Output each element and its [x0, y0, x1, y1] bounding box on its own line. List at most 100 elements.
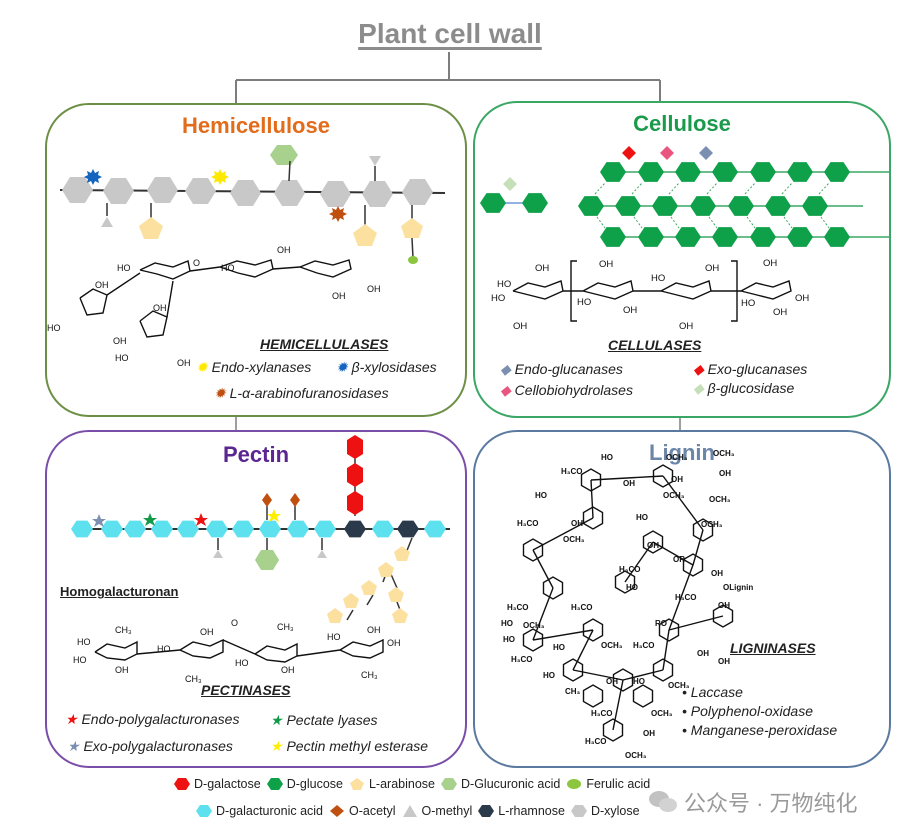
- benzene-ring: [582, 506, 604, 530]
- glucose-hexagon: [824, 227, 850, 247]
- chem-label: HO: [221, 263, 235, 273]
- bond-line: [572, 629, 594, 671]
- lignin-panel: Lignin: [473, 430, 891, 768]
- legend-row-2: D-galacturonic acid O-acetyl O-methyl L-…: [196, 804, 646, 818]
- chem-label: OH: [153, 303, 167, 313]
- xylose-hexagon: [185, 178, 216, 204]
- glucose-hexagon: [802, 196, 828, 216]
- bond-line: [668, 564, 694, 631]
- lignin-title: Lignin: [649, 440, 715, 465]
- bond-line: [532, 517, 594, 551]
- o-acetyl-diamond: [262, 493, 272, 507]
- chem-label: HO: [501, 619, 513, 628]
- chem-label: OCH₃: [668, 681, 690, 690]
- bond-line: [662, 629, 670, 671]
- chem-label: H₃CO: [511, 655, 532, 664]
- blue-star-icon: ✹: [336, 359, 348, 375]
- glucose-hexagon: [638, 162, 664, 182]
- xylose-backbone: [62, 177, 433, 207]
- legend-label: L-arabinose: [368, 777, 435, 791]
- green-star-icon: ★: [270, 712, 283, 728]
- bond-line: [668, 182, 680, 195]
- lignin-structure: H₃CO HO OCH₃ OH OH OCH₃ OCH₃ OH OCH₃ HO …: [501, 449, 753, 760]
- bond-line: [590, 475, 664, 481]
- bond-line: [532, 629, 594, 641]
- legend-item-d-xylose: D-xylose: [570, 804, 640, 818]
- chem-label: CH₃: [361, 670, 378, 680]
- chem-label: HO: [651, 273, 665, 284]
- rhamnose-hexagon: [397, 520, 419, 538]
- pink-diamond-icon: ◆: [500, 382, 511, 398]
- chem-label: OH: [367, 284, 381, 294]
- wechat-icon: [649, 791, 677, 812]
- endo-glucanase-diamond: [699, 146, 713, 160]
- legend-row-1: D-galactose D-glucose L-arabinose D-Gluc…: [174, 777, 656, 791]
- chem-label: RO: [655, 619, 667, 628]
- legend-label: D-galacturonic acid: [216, 804, 323, 818]
- chem-label: OH: [705, 263, 719, 274]
- glucose-hexagon: [787, 227, 813, 247]
- bond-line: [662, 475, 704, 531]
- chem-label: HO: [157, 644, 171, 654]
- chem-label: OH: [671, 475, 683, 484]
- chem-label: OH: [623, 479, 635, 488]
- o-methyl-triangle: [369, 156, 381, 166]
- legend-label: L-rhamnose: [498, 804, 565, 818]
- enzyme-label: Exo-glucanases: [707, 361, 808, 377]
- chem-label: HO: [626, 583, 638, 592]
- enzyme-beta-xylosidases: ✹ β-xylosidases: [336, 359, 437, 376]
- beta-glucosidase-diamond: [503, 177, 517, 191]
- xylose-hexagon: [230, 180, 261, 206]
- chem-label: CH₃: [565, 687, 581, 696]
- enzyme-label: Endo-polygalacturonases: [81, 711, 240, 727]
- benzene-ring: [712, 604, 734, 628]
- chem-label: OH: [200, 627, 214, 637]
- chem-label: OCH₃: [713, 449, 735, 458]
- xylose-hexagon: [274, 180, 305, 206]
- ferulic-acid-ellipse-icon: [567, 779, 582, 789]
- legend-item-ferulic-acid: Ferulic acid: [566, 777, 650, 791]
- pectin-methyl-esterase-star: [267, 509, 281, 522]
- enzyme-label: Endo-xylanases: [211, 359, 312, 375]
- xylose-hexagon: [402, 179, 433, 205]
- chem-label: OH: [367, 625, 381, 635]
- enzyme-label: β-glucosidase: [707, 380, 795, 396]
- bond-line: [596, 216, 606, 229]
- bond-line: [746, 216, 756, 229]
- chem-label: OH: [332, 291, 346, 301]
- hemicellulose-title: Hemicellulose: [182, 113, 330, 138]
- glucose-chains: [480, 162, 891, 247]
- glucose-hexagon: [675, 227, 701, 247]
- legend-item-o-methyl: O-methyl: [402, 804, 473, 818]
- pectinases-heading: PECTINASES: [201, 682, 291, 698]
- enzyme-endo-xylanases: ✹ Endo-xylanases: [196, 359, 311, 376]
- benzene-ring: [582, 684, 604, 708]
- pectin-backbone: [71, 520, 446, 538]
- galacturonic-acid-hexagon: [71, 520, 93, 538]
- chem-label: OH: [535, 263, 549, 274]
- chem-label: OH: [277, 245, 291, 255]
- enzyme-endo-glucanases: ◆ Endo-glucanases: [500, 361, 623, 378]
- legend-label: O-methyl: [421, 804, 473, 818]
- chem-label: OH: [571, 519, 583, 528]
- bond-line: [594, 182, 606, 195]
- glucose-hexagon: [638, 227, 664, 247]
- glucose-hexagon: [728, 196, 754, 216]
- glucose-hexagon: [675, 162, 701, 182]
- chem-label: H₃CO: [585, 737, 606, 746]
- glucose-hexagon: [578, 196, 604, 216]
- chem-label: OR: [673, 555, 685, 564]
- chem-label: H₃CO: [517, 519, 538, 528]
- chem-label: OH: [718, 657, 730, 666]
- exo-glucanase-diamond: [622, 146, 636, 160]
- hemicellulose-diagram: HO OH HO O OH OH OH HO OH OH HO OH: [47, 145, 446, 368]
- enzyme-label: Exo-polygalacturonases: [83, 738, 233, 754]
- benzene-ring: [602, 718, 624, 742]
- chem-label: CH₃: [185, 674, 202, 684]
- enzyme-cellobiohydrolases: ◆ Cellobiohydrolases: [500, 382, 633, 399]
- bond-line: [532, 549, 554, 589]
- chem-label: OCH₃: [601, 641, 623, 650]
- bond-line: [652, 541, 694, 566]
- beta-xylosidase-star: [84, 169, 102, 185]
- legend-label: D-galactose: [194, 777, 261, 791]
